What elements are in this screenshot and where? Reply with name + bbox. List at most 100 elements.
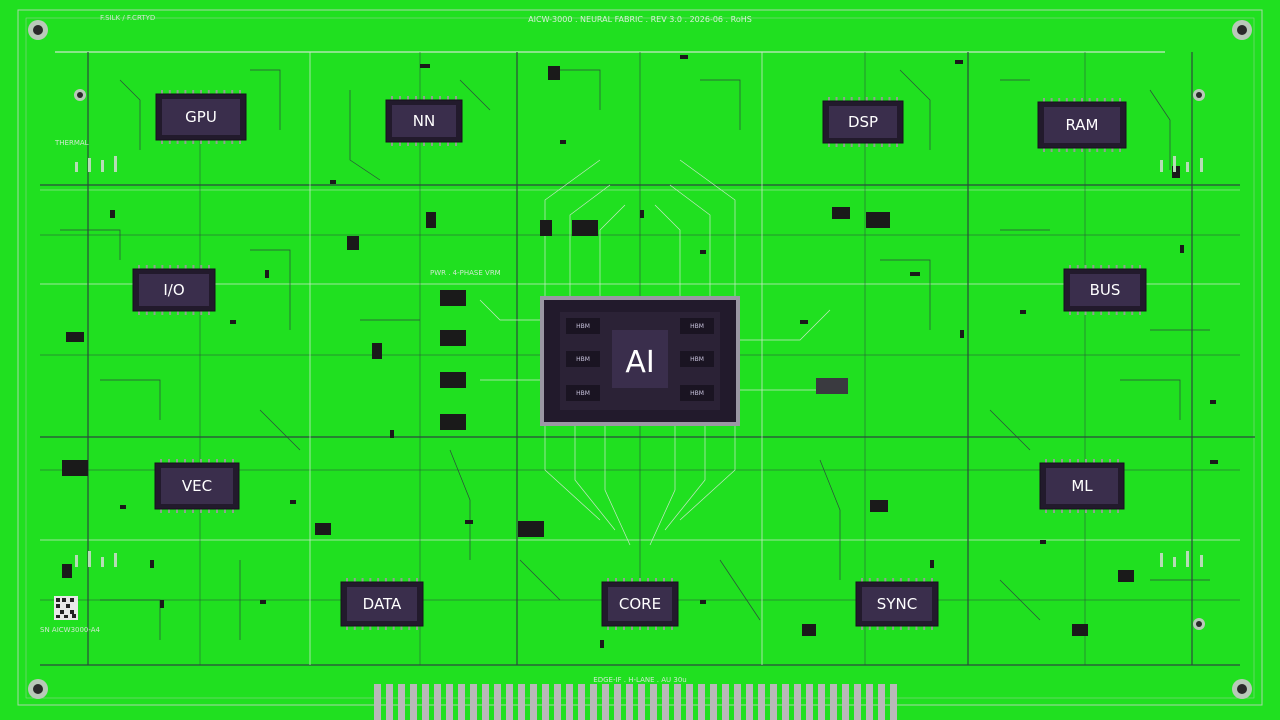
chip-pin bbox=[1077, 459, 1079, 463]
center-fanout bbox=[479, 159, 831, 546]
chip-pin bbox=[1100, 265, 1103, 269]
chip-pin bbox=[176, 311, 179, 315]
edge-finger bbox=[554, 684, 561, 720]
chip-label: ML bbox=[1071, 477, 1093, 495]
chip-pin bbox=[415, 96, 417, 100]
chip-vec[interactable]: VEC bbox=[154, 459, 240, 513]
chip-pin bbox=[1061, 459, 1063, 463]
edge-finger bbox=[542, 684, 549, 720]
chip-nn[interactable]: NN bbox=[385, 96, 463, 146]
chip-pin bbox=[176, 459, 178, 463]
chip-pin bbox=[655, 578, 657, 582]
chip-pin bbox=[153, 265, 156, 269]
chip-pin bbox=[1096, 148, 1099, 152]
chip-pin bbox=[176, 140, 179, 144]
chip-label: SYNC bbox=[877, 595, 917, 613]
chip-pin bbox=[384, 578, 387, 582]
edge-finger bbox=[374, 684, 381, 720]
chip-pin bbox=[399, 142, 401, 146]
edge-finger bbox=[506, 684, 513, 720]
chip-pin bbox=[868, 626, 871, 630]
edge-finger bbox=[662, 684, 669, 720]
chip-pin bbox=[1043, 98, 1045, 102]
chip-pin bbox=[858, 97, 861, 101]
chip-pin bbox=[407, 142, 409, 146]
chip-pin bbox=[208, 459, 210, 463]
chip-pin bbox=[176, 509, 178, 513]
chip-pin bbox=[408, 578, 411, 582]
smd-components bbox=[62, 66, 1180, 636]
chip-pin bbox=[231, 140, 234, 144]
chip-core[interactable]: CORE bbox=[601, 578, 679, 630]
chip-label: NN bbox=[413, 112, 435, 130]
chip-ml[interactable]: ML bbox=[1039, 459, 1125, 513]
chip-sync[interactable]: SYNC bbox=[855, 578, 939, 630]
chip-face bbox=[139, 274, 209, 306]
chip-pin bbox=[607, 578, 609, 582]
chip-bus[interactable]: BUS bbox=[1063, 265, 1147, 315]
chip-layer: GPU NN DSP RAM I/O BUS VEC ML DATA CORE SYNC bbox=[132, 90, 1147, 630]
hbm-label: HBM bbox=[690, 390, 704, 397]
chip-pin bbox=[865, 97, 868, 101]
silk-top-left: F.SILK / F.CRTYD bbox=[100, 14, 155, 22]
chip-pin bbox=[931, 578, 933, 582]
chip-pin bbox=[828, 97, 830, 101]
chip-pin bbox=[176, 265, 179, 269]
chip-pin bbox=[915, 626, 918, 630]
chip-pin bbox=[1069, 509, 1071, 513]
chip-pin bbox=[1069, 459, 1071, 463]
chip-pin bbox=[216, 459, 218, 463]
edge-finger bbox=[854, 684, 861, 720]
chip-pin bbox=[168, 140, 171, 144]
chip-pin bbox=[1115, 311, 1118, 315]
chip-pin bbox=[223, 140, 226, 144]
chip-pin bbox=[607, 626, 609, 630]
chip-pin bbox=[892, 578, 895, 582]
chip-pin bbox=[161, 140, 163, 144]
chip-pin bbox=[892, 626, 895, 630]
chip-pin bbox=[377, 578, 380, 582]
chip-pin bbox=[1119, 98, 1121, 102]
chip-pin bbox=[215, 140, 218, 144]
edge-finger bbox=[566, 684, 573, 720]
chip-pin bbox=[873, 143, 876, 147]
chip-pin bbox=[880, 97, 883, 101]
chip-pin bbox=[861, 626, 863, 630]
chip-label: RAM bbox=[1065, 116, 1098, 134]
pads bbox=[110, 55, 1218, 648]
hbm-label: HBM bbox=[576, 356, 590, 363]
chip-pin bbox=[1139, 311, 1141, 315]
chip-pin bbox=[663, 626, 665, 630]
edge-finger bbox=[578, 684, 585, 720]
chip-pin bbox=[169, 311, 172, 315]
chip-pin bbox=[828, 143, 830, 147]
chip-pin bbox=[1109, 509, 1111, 513]
chip-face bbox=[829, 106, 897, 138]
chip-pin bbox=[899, 578, 902, 582]
chip-label: GPU bbox=[185, 108, 217, 126]
chip-pin bbox=[200, 265, 203, 269]
chip-ram[interactable]: RAM bbox=[1037, 98, 1127, 152]
chip-pin bbox=[400, 578, 403, 582]
chip-face bbox=[608, 587, 672, 621]
chip-pin bbox=[835, 143, 838, 147]
chip-pin bbox=[392, 578, 395, 582]
chip-pin bbox=[1081, 98, 1083, 102]
chip-gpu[interactable]: GPU bbox=[155, 90, 247, 144]
chip-pin bbox=[915, 578, 918, 582]
chip-pin bbox=[1107, 265, 1110, 269]
chip-data[interactable]: DATA bbox=[340, 578, 424, 630]
ai-chip[interactable]: AI HBM HBM HBM HBM HBM HBM bbox=[540, 296, 740, 426]
chip-pin bbox=[1065, 148, 1068, 152]
chip-pin bbox=[192, 265, 195, 269]
chip-dsp[interactable]: DSP bbox=[822, 97, 904, 147]
chip-pin bbox=[1088, 148, 1091, 152]
chip-pin bbox=[1139, 265, 1141, 269]
edge-finger bbox=[626, 684, 633, 720]
chip-io[interactable]: I/O bbox=[132, 265, 216, 315]
chip-pin bbox=[161, 265, 164, 269]
chip-pin bbox=[192, 90, 195, 94]
chip-pin bbox=[161, 311, 164, 315]
edge-finger bbox=[770, 684, 777, 720]
hbm-label: HBM bbox=[690, 323, 704, 330]
